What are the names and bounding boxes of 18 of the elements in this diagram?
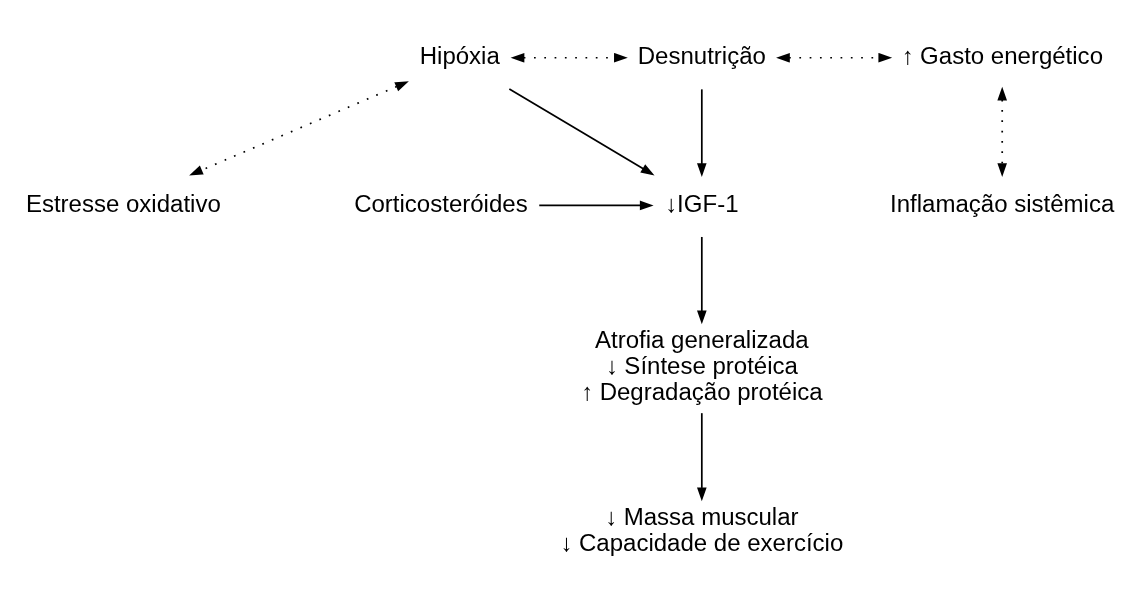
node-text: Hipóxia [419,42,500,70]
node-text: Atrofia generalizada ↓ Síntese protéica ↑ Degradação protéica [580,326,823,405]
arrow [997,86,1008,177]
arrow [189,81,409,176]
node-text: ↓ Massa muscular ↓ Capacidade de exercício [560,503,844,556]
arrow [508,88,655,176]
node-text: ↓IGF-1 [665,189,739,217]
arrow [697,88,707,177]
arrow [697,412,707,502]
arrow [697,236,707,325]
node-text: Corticosteróides [354,189,528,217]
node-text: ↑ Gasto energético [901,42,1103,70]
node-text: Desnutrição [637,42,766,70]
arrow [776,52,893,63]
arrow [510,52,628,63]
node-text: Estresse oxidativo [25,189,221,217]
arrow [538,200,654,211]
node-text: Inflamação sistêmica [890,189,1115,217]
